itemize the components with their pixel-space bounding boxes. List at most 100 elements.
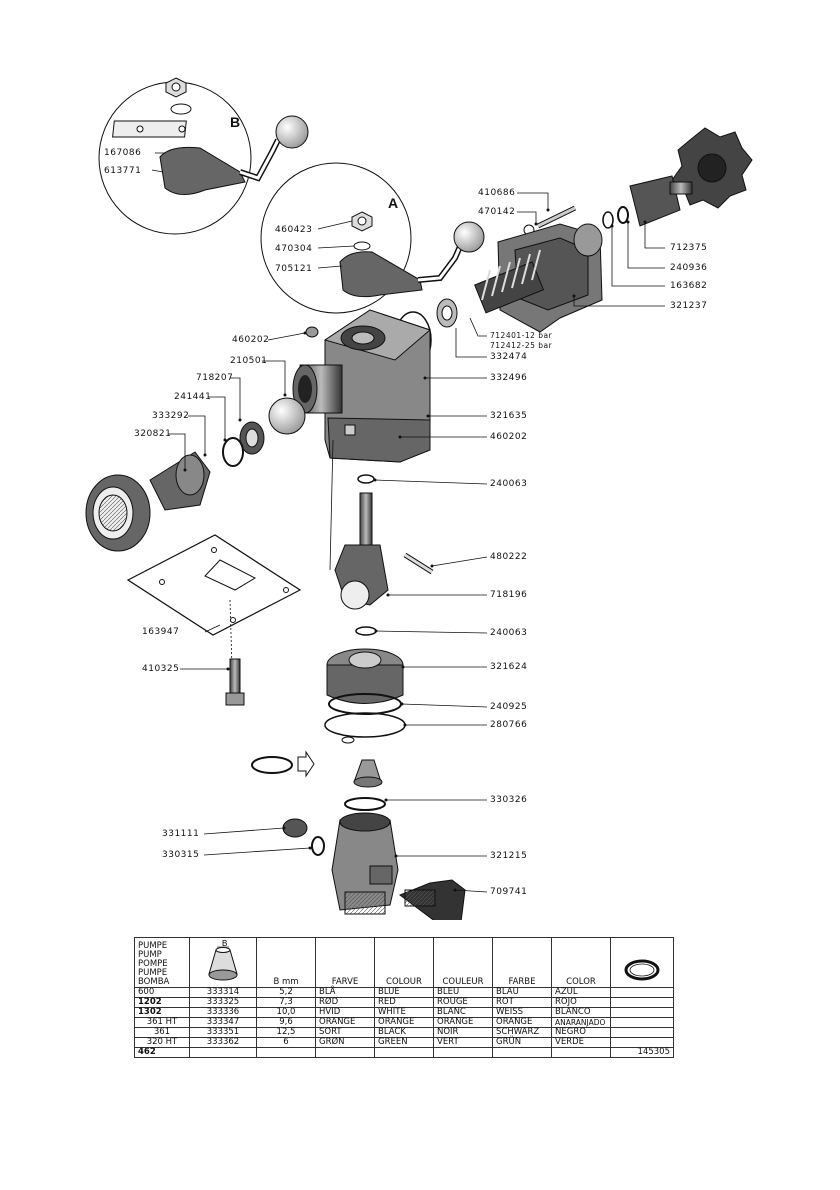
cell-colour: BLACK [374, 1027, 434, 1038]
cell-farbe: ORANGE [492, 1017, 552, 1028]
nut-b [165, 77, 187, 98]
pump-header-cell: PUMPE PUMP POMPE PUMPE BOMBA [134, 937, 190, 988]
pressure-relief-assembly [394, 127, 753, 369]
cell-color: AZUL [551, 987, 611, 998]
nozzle-table: PUMPE PUMP POMPE PUMPE BOMBA B B mm FARV… [134, 937, 674, 1058]
label-718196: 718196 [490, 590, 528, 600]
cell-pump: 361 HT [134, 1017, 190, 1028]
nozzle-icon: B [208, 939, 238, 981]
cell-colour [374, 1047, 434, 1058]
spring-712401 [474, 249, 545, 314]
label-241441: 241441 [174, 392, 212, 402]
cell-farbe: SCHWARZ [492, 1027, 552, 1038]
label-333292: 333292 [152, 411, 190, 421]
cell-pump: 462 [134, 1047, 190, 1058]
label-705121: 705121 [275, 264, 313, 274]
valve-body-321635 [292, 309, 431, 463]
cell-farbe: ROT [492, 997, 552, 1008]
label-712375: 712375 [670, 243, 708, 253]
col-farbe: FARBE [492, 937, 552, 988]
cell-b: 6 [256, 1037, 316, 1048]
cell-farve: ORANGE [315, 1017, 375, 1028]
leader-lines [168, 192, 665, 893]
label-332474: 332474 [490, 352, 528, 362]
cell-colour: RED [374, 997, 434, 1008]
col-color: COLOR [551, 937, 611, 988]
cell-color: ROJO [551, 997, 611, 1008]
cell-couleur: ORANGE [433, 1017, 493, 1028]
label-480222: 480222 [490, 552, 528, 562]
cell-farve: GRØN [315, 1037, 375, 1048]
label-613771: 613771 [104, 166, 142, 176]
cell-colour: BLUE [374, 987, 434, 998]
inlet-assembly [85, 397, 306, 552]
pump-header-line: PUMPE [138, 941, 168, 951]
pump-header-line: POMPE [138, 959, 168, 969]
cell-part: 333314 [189, 987, 257, 998]
label-330315: 330315 [162, 850, 200, 860]
nozzle-icon-cell: B [189, 937, 257, 988]
label-240925: 240925 [490, 702, 528, 712]
label-709741: 709741 [490, 887, 528, 897]
detail-b-circle [98, 77, 309, 235]
cell-farbe: GRÜN [492, 1037, 552, 1048]
cell-color: BLANCO [551, 1007, 611, 1018]
cell-part [189, 1047, 257, 1058]
label-712412: 712412-25 bar [490, 341, 553, 350]
table-header-row: PUMPE PUMP POMPE PUMPE BOMBA B B mm FARV… [134, 937, 674, 988]
col-colour: COLOUR [374, 937, 434, 988]
label-410325: 410325 [142, 664, 180, 674]
table-row: 361 HT 333347 9,6 ORANGE ORANGE ORANGE O… [134, 1017, 674, 1028]
cell-ring [610, 1037, 674, 1048]
table-row: 600 333314 5,2 BLÅ BLUE BLEU BLAU AZUL [134, 987, 674, 998]
cell-colour: WHITE [374, 1007, 434, 1018]
cell-farbe: BLAU [492, 987, 552, 998]
cell-pump: 600 [134, 987, 190, 998]
label-718207: 718207 [196, 373, 234, 383]
col-farve: FARVE [315, 937, 375, 988]
cell-ring [610, 1007, 674, 1018]
cell-couleur [433, 1047, 493, 1058]
label-460202-right: 460202 [490, 432, 528, 442]
cell-b: 10,0 [256, 1007, 316, 1018]
detail-a-circle [260, 162, 485, 314]
label-240063-lower: 240063 [490, 628, 528, 638]
detail-b-letter: B [230, 114, 241, 130]
label-240063-upper: 240063 [490, 479, 528, 489]
label-240936: 240936 [670, 263, 708, 273]
label-712401: 712401-12 bar [490, 331, 553, 340]
detail-a-letter: A [388, 195, 399, 211]
cell-pump: 361 [134, 1027, 190, 1038]
cell-couleur: ROUGE [433, 997, 493, 1008]
cell-couleur: BLANC [433, 1007, 493, 1018]
cell-farve: HVID [315, 1007, 375, 1018]
label-210501: 210501 [230, 356, 268, 366]
col-b-mm: B mm [256, 937, 316, 988]
label-167086: 167086 [104, 148, 142, 158]
stem-assembly [334, 474, 434, 636]
label-163682: 163682 [670, 281, 708, 291]
cell-farve [315, 1047, 375, 1058]
plate-167086 [112, 120, 187, 138]
cell-b: 12,5 [256, 1027, 316, 1038]
cell-ring: 145305 [610, 1047, 674, 1058]
nozzle-insert [251, 750, 386, 811]
cell-couleur: VERT [433, 1037, 493, 1048]
cell-farbe: WEISS [492, 1007, 552, 1018]
label-460202-left: 460202 [232, 335, 270, 345]
label-470142: 470142 [478, 207, 516, 217]
cell-colour: ORANGE [374, 1017, 434, 1028]
cell-b: 5,2 [256, 987, 316, 998]
table-row: 462 145305 [134, 1047, 674, 1058]
cell-part: 333362 [189, 1037, 257, 1048]
cell-farve: RØD [315, 997, 375, 1008]
ring-icon [624, 959, 660, 981]
cell-part: 333347 [189, 1017, 257, 1028]
cell-part: 333325 [189, 997, 257, 1008]
label-280766: 280766 [490, 720, 528, 730]
label-332496: 332496 [490, 373, 528, 383]
label-331111: 331111 [162, 829, 200, 839]
lower-housing-321624 [324, 648, 406, 744]
cell-b: 9,6 [256, 1017, 316, 1028]
pump-header-line: PUMPE [138, 968, 168, 978]
